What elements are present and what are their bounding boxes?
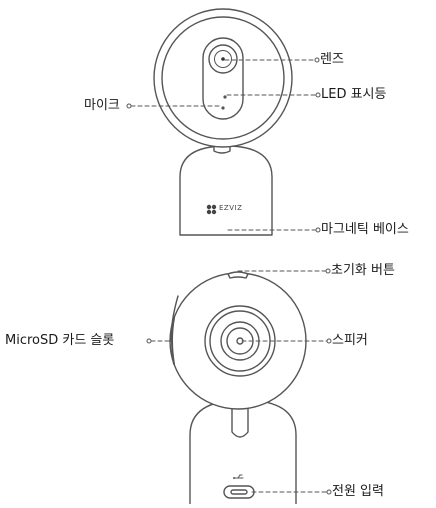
front-base [179, 145, 273, 236]
lens-ring [208, 44, 238, 74]
speaker-label: 스피커 [332, 333, 368, 348]
brand-logo-text: EZVIZ [219, 204, 243, 212]
speaker-outer [204, 305, 276, 377]
power-input-label: 전원 입력 [332, 484, 384, 499]
leader-lines [130, 59, 328, 493]
lens-glass [214, 50, 232, 68]
leader-ends [126, 57, 332, 495]
usb-port-inner [230, 489, 248, 495]
led-label: LED 표시등 [321, 87, 387, 102]
led-dot [223, 95, 227, 99]
microsd-slot-edge [170, 295, 179, 342]
lens-label: 렌즈 [320, 52, 344, 67]
lens-capsule [202, 37, 244, 120]
rear-neck [231, 403, 249, 438]
reset-button-label: 초기화 버튼 [331, 263, 395, 278]
microsd-slot-icon [171, 317, 175, 365]
rear-view [169, 271, 307, 505]
reset-button-icon [227, 271, 249, 279]
microsd-label: MicroSD 카드 슬롯 [5, 333, 115, 348]
usb-symbol-icon [233, 474, 244, 479]
mic-label: 마이크 [84, 98, 120, 113]
front-view [153, 8, 293, 236]
usb-port-icon [223, 485, 255, 499]
front-body-inner [161, 16, 285, 140]
magnetic-base-label: 마그네틱 베이스 [321, 222, 409, 237]
ezviz-logo-icon [206, 204, 217, 215]
lens-center [221, 57, 225, 61]
mic-dot [221, 106, 225, 110]
